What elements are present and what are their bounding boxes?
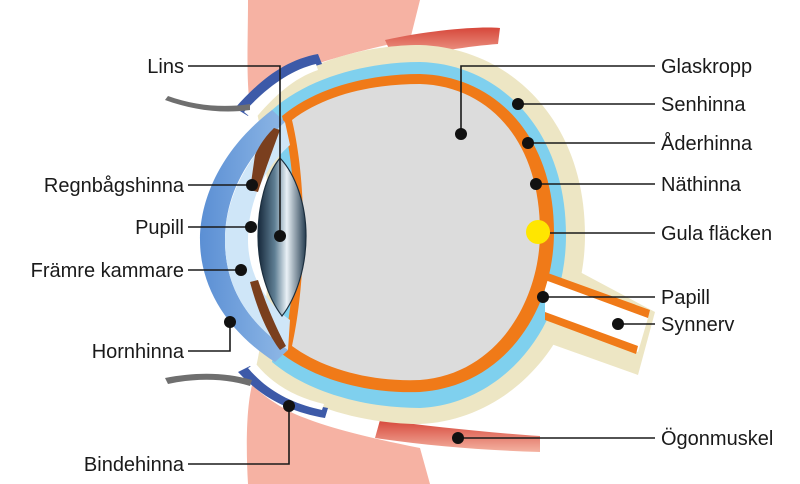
dot-pupill <box>245 221 257 233</box>
label-regnbagshinna: Regnbågshinna <box>44 175 185 197</box>
anterior-chamber <box>225 122 290 350</box>
dot-senhinna <box>512 98 524 110</box>
lower-eyelash <box>165 373 252 386</box>
dot-aderhinna <box>522 137 534 149</box>
cornea <box>200 110 288 362</box>
dot-nathinna <box>530 178 542 190</box>
lower-eyelid-tissue <box>246 385 430 484</box>
label-synnerv: Synnerv <box>661 314 734 336</box>
label-glaskropp: Glaskropp <box>661 56 752 78</box>
leader-bindehinna <box>188 406 290 465</box>
label-papill: Papill <box>661 287 710 309</box>
optic-nerve-inner-orange <box>545 312 638 354</box>
leader-lins <box>188 65 281 236</box>
upper-eyelash <box>165 96 250 112</box>
optic-nerve-outer-orange <box>545 272 650 318</box>
conjunctiva-lower-inner <box>248 364 324 410</box>
leader-hornhinna <box>188 322 231 352</box>
leader-glaskropp <box>460 65 655 134</box>
dot-glaskropp <box>455 128 467 140</box>
vitreous-body <box>292 84 540 381</box>
label-ogonmuskel: Ögonmuskel <box>661 428 773 450</box>
label-framre-kammare: Främre kammare <box>31 260 184 282</box>
label-nathinna: Näthinna <box>661 174 742 196</box>
label-aderhinna: Åderhinna <box>661 132 753 155</box>
upper-eyelid-tissue <box>247 0 420 105</box>
dot-ogonmuskel <box>452 432 464 444</box>
dot-regnbagshinna <box>246 179 258 191</box>
label-bindehinna: Bindehinna <box>84 454 185 476</box>
dot-synnerv <box>612 318 624 330</box>
label-lins: Lins <box>147 56 184 78</box>
dot-hornhinna <box>224 316 236 328</box>
label-gula-flacken: Gula fläcken <box>661 223 772 245</box>
dot-papill <box>537 291 549 303</box>
iris-lower <box>250 280 286 350</box>
label-hornhinna: Hornhinna <box>92 341 185 363</box>
conjunctiva-upper-inner <box>244 64 318 120</box>
dot-framre-kammare <box>235 264 247 276</box>
dot-lins <box>274 230 286 242</box>
iris-upper <box>250 128 280 192</box>
dot-bindehinna <box>283 400 295 412</box>
label-pupill: Pupill <box>135 217 184 239</box>
macula-yellow-spot <box>526 220 550 244</box>
label-senhinna: Senhinna <box>661 94 746 116</box>
